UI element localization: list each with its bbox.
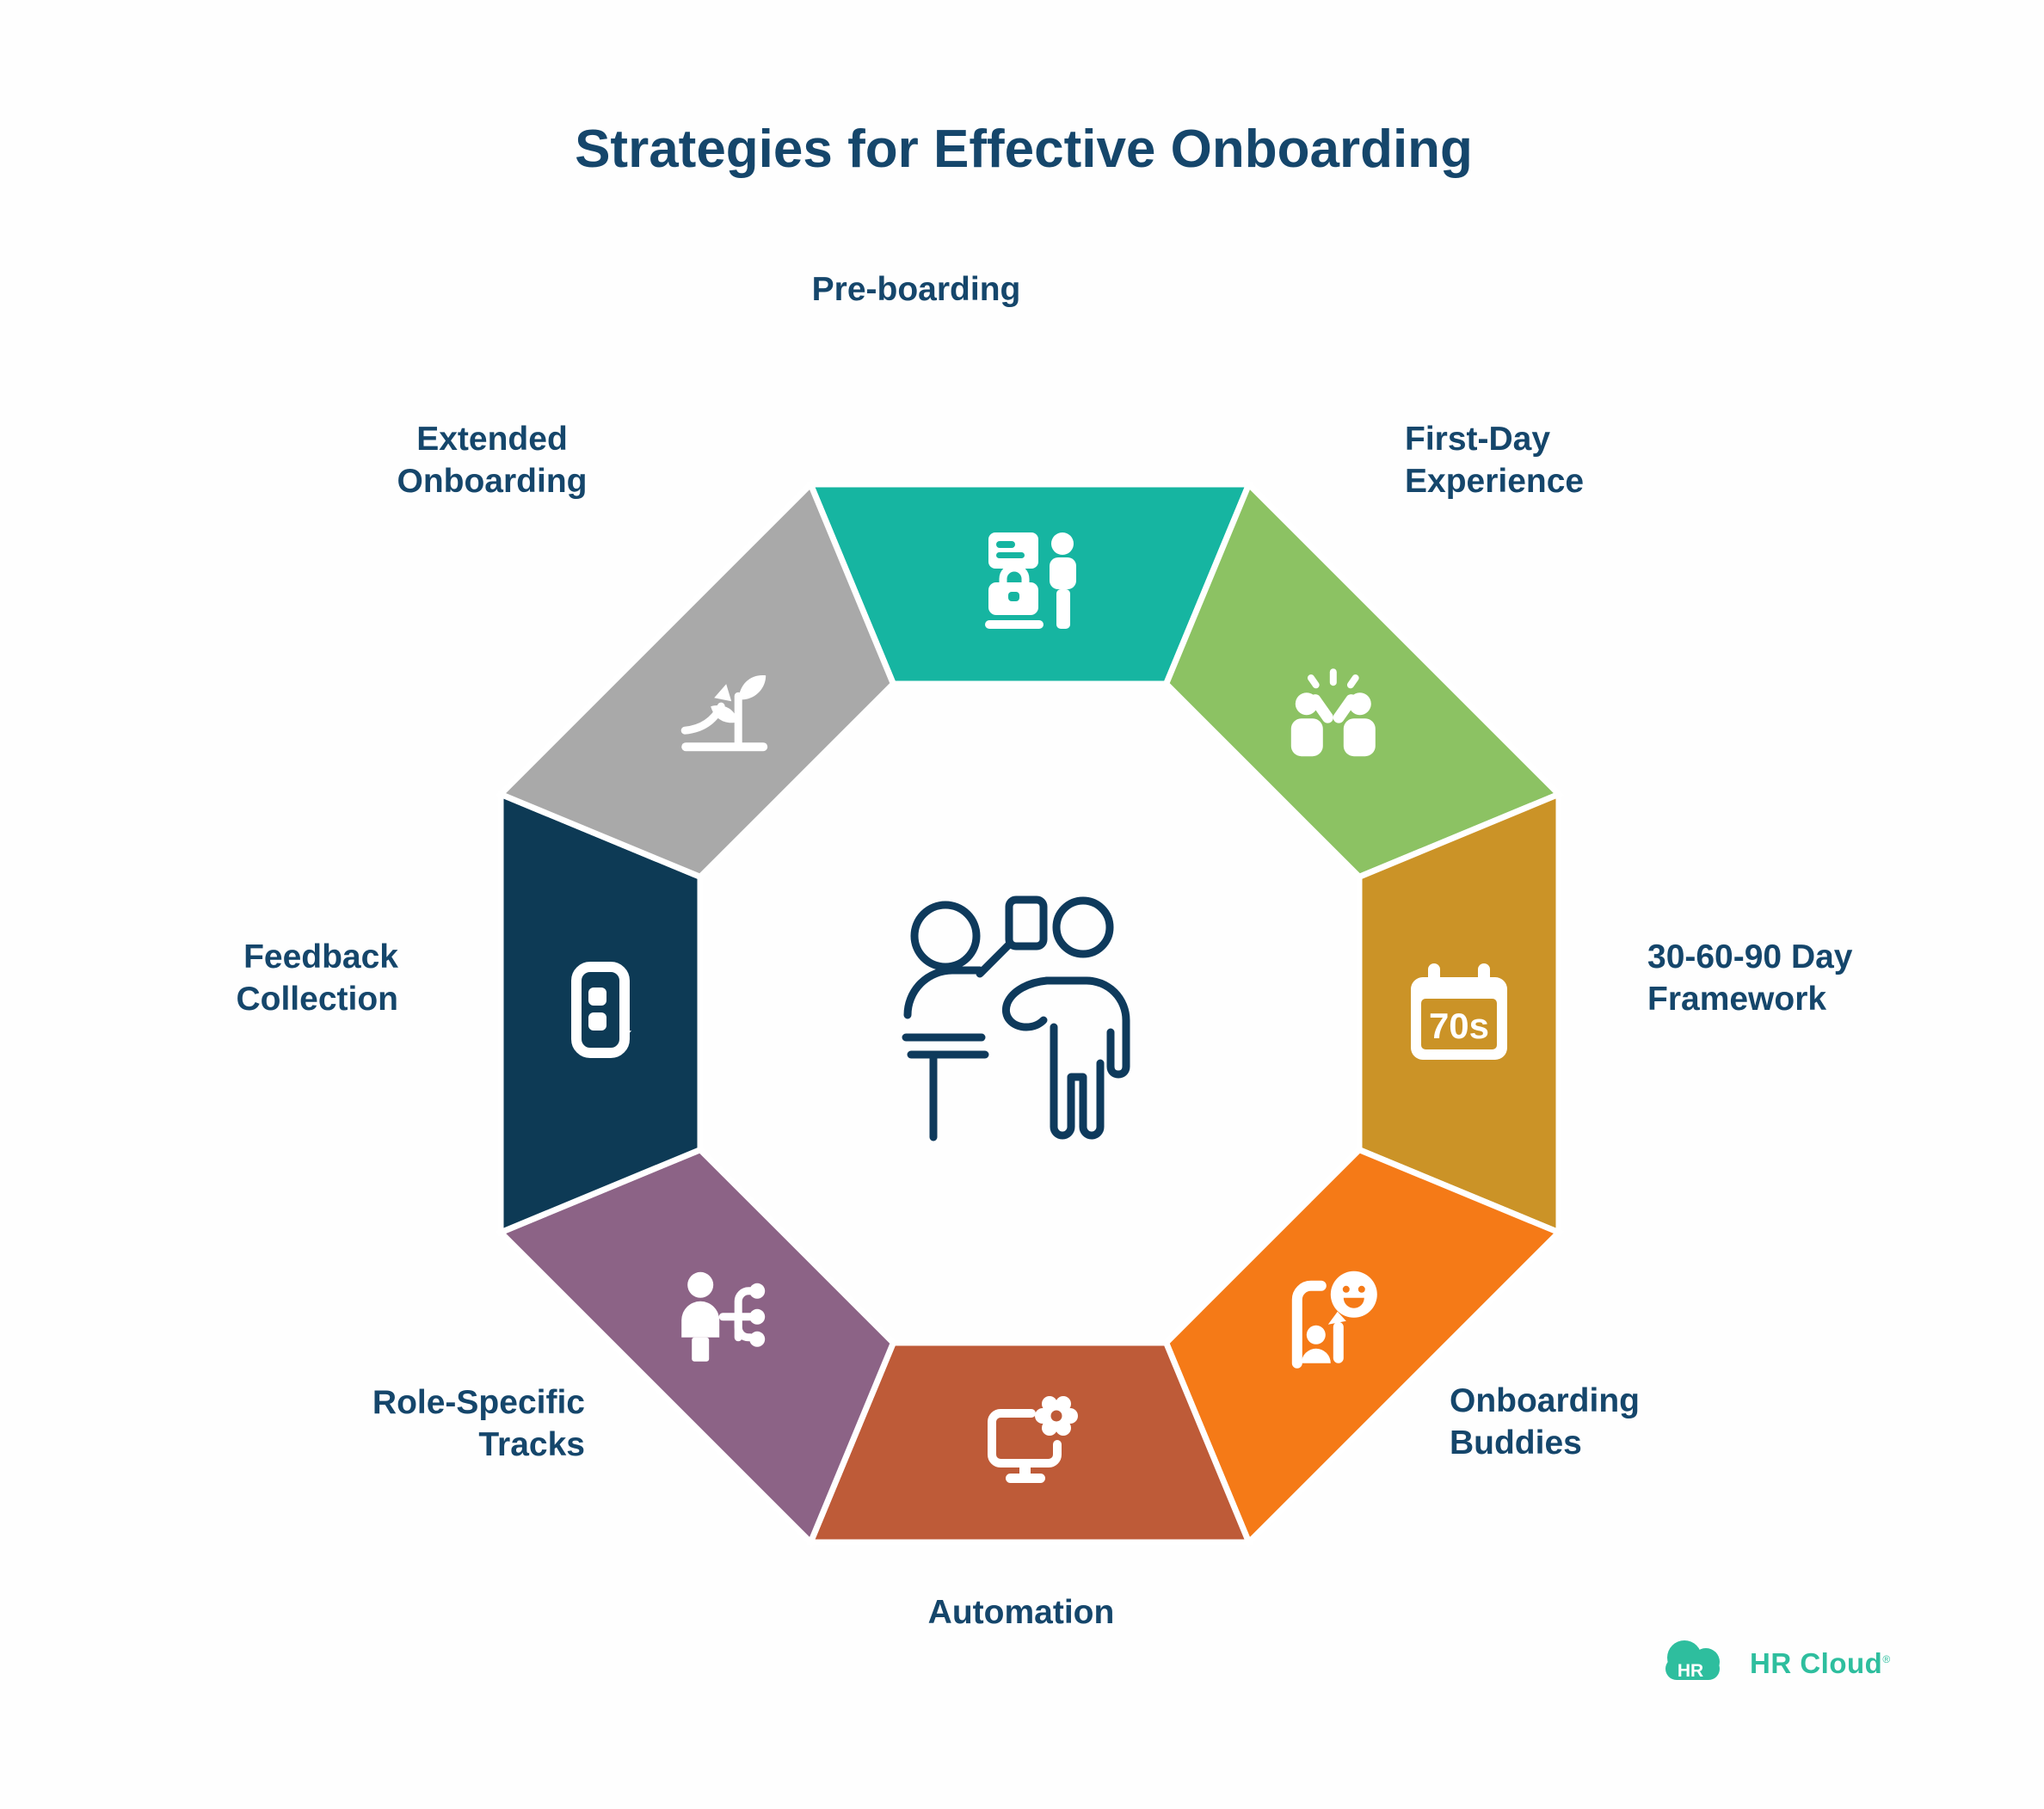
receptionist-shoulders (903, 966, 984, 1019)
newhire-arm (1002, 976, 1051, 1031)
segment-icons-layer: 70s (571, 532, 1507, 1483)
calendar-icon: 70s (1411, 963, 1507, 1060)
logo-hr-monogram: HR (1678, 1661, 1703, 1681)
label-role-specific-tracks: Role-Specific Tracks (372, 1384, 585, 1463)
label-onboarding-buddies: Onboarding Buddies (1450, 1382, 1640, 1461)
hr-cloud-logo: HR HR Cloud® (1653, 1634, 1891, 1694)
receptionist-head (910, 901, 981, 971)
speech-bubble-tail (976, 940, 1013, 978)
label-feedback-collection: Feedback Collection (236, 938, 398, 1018)
logo-wordmark: HR Cloud® (1750, 1647, 1891, 1679)
buddy-chat-smiley-icon (1291, 1271, 1377, 1369)
high-five-icon (1290, 668, 1376, 757)
label-pre-boarding: Pre-boarding (811, 271, 1021, 308)
welcome-desk-illustration (902, 895, 1130, 1141)
segment-extended-onboarding (495, 478, 897, 881)
label-extended-onboarding: Extended Onboarding (397, 421, 588, 500)
newhire-head (1052, 896, 1114, 958)
trademark-symbol: ® (1882, 1653, 1891, 1665)
label-first-day-experience: First-Day Experience (1405, 421, 1585, 500)
monitor-gear-icon (988, 1396, 1078, 1483)
newhire-body (1043, 976, 1130, 1079)
person-branching-paths-icon (681, 1271, 766, 1362)
newhire-legs (1050, 1059, 1105, 1140)
badge-luggage-person-icon (985, 532, 1076, 629)
growth-sprout-arrow-icon (680, 674, 768, 752)
survey-phone-icon (571, 962, 631, 1058)
label-30-60-90-framework: 30-60-90 Day Framework (1647, 938, 1853, 1018)
segments-layer (495, 478, 1565, 1548)
hr-cloud-cloud-icon: HR (1665, 1640, 1720, 1681)
label-automation: Automation (927, 1594, 1115, 1631)
page-title: Strategies for Effective Onboarding (575, 120, 1473, 179)
svg-text:70s: 70s (1429, 1006, 1489, 1046)
speech-bubble (1005, 895, 1048, 951)
